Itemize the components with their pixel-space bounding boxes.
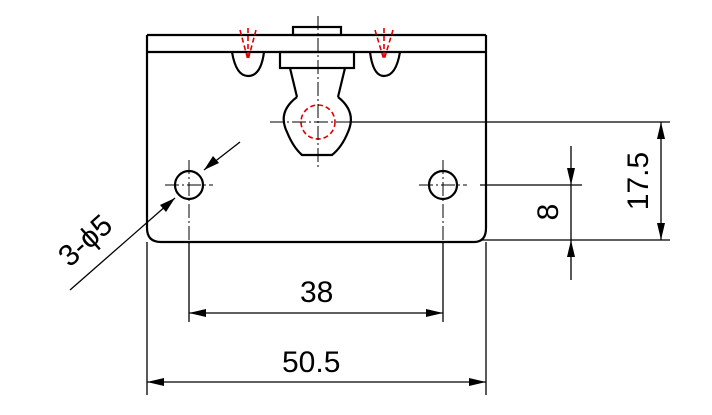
dimension-50-5: 50.5 — [147, 346, 486, 386]
right-slot — [368, 51, 402, 78]
extension-lines — [146, 121, 670, 395]
dimension-38-label: 38 — [300, 276, 333, 309]
left-slot — [230, 51, 266, 78]
latch-mechanism — [278, 25, 356, 157]
body-outline — [145, 52, 488, 244]
top-flange — [145, 33, 488, 54]
dimension-8: 8 — [532, 146, 575, 280]
dimension-17-5-label: 17.5 — [622, 152, 655, 210]
dimension-38: 38 — [189, 276, 443, 317]
dimension-50-5-label: 50.5 — [282, 346, 340, 379]
left-red-marks — [239, 28, 257, 61]
right-red-marks — [374, 28, 394, 61]
dimension-17-5: 17.5 — [622, 122, 665, 240]
dimension-8-label: 8 — [532, 204, 565, 221]
hole-leader-label: 3-ϕ5 — [52, 209, 119, 274]
